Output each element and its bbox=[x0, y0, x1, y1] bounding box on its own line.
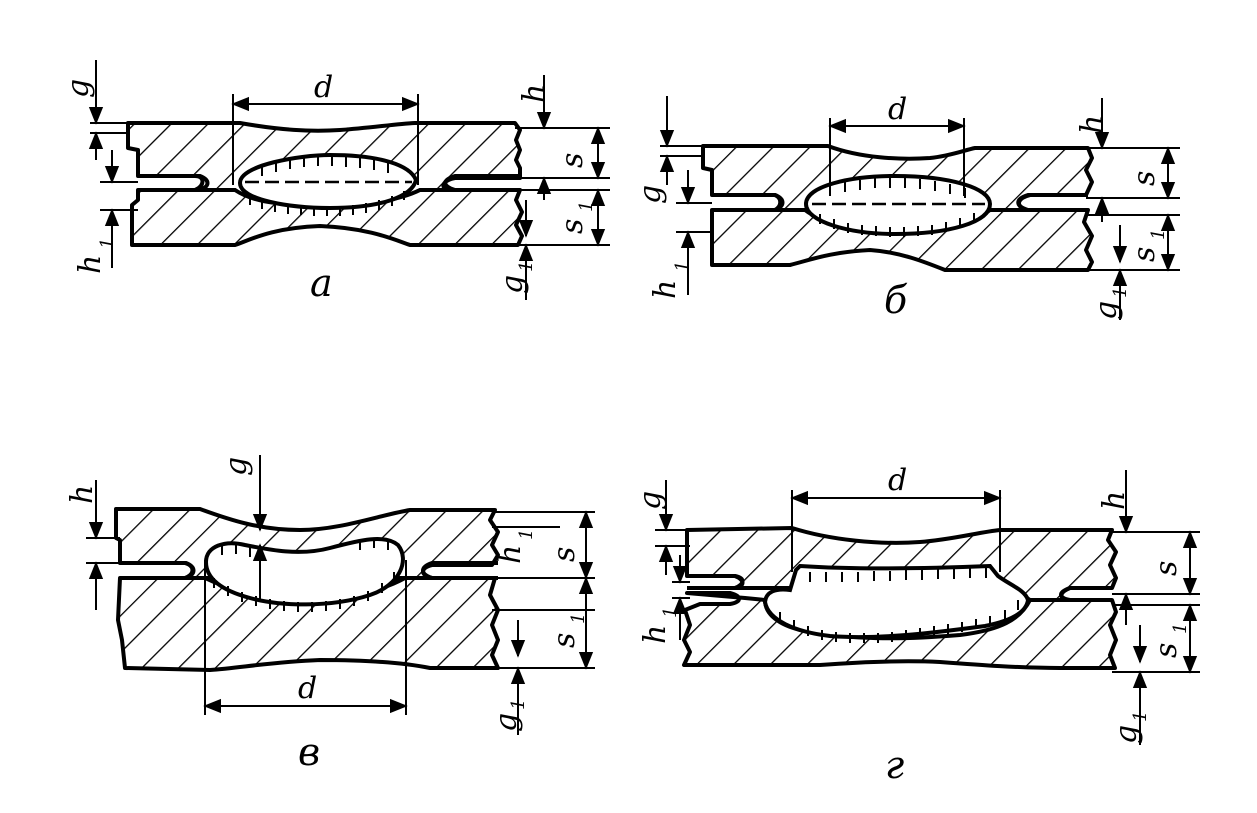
label-s1: s bbox=[547, 633, 582, 648]
nugget-serrations bbox=[213, 538, 395, 612]
label-h1-sub: 1 bbox=[97, 238, 118, 249]
figure-v: d g h h 1 s s 1 g 1 в bbox=[65, 455, 595, 774]
label-s1-sub: 1 bbox=[1170, 623, 1191, 634]
label-s1: s bbox=[1149, 643, 1184, 658]
label-g: g bbox=[633, 491, 668, 510]
label-g1: g bbox=[495, 275, 530, 294]
label-s1: s bbox=[555, 219, 590, 234]
caption-g: г bbox=[885, 743, 904, 787]
figure-a: d g h 1 h s s 1 g 1 а bbox=[61, 60, 610, 305]
label-g1-sub: 1 bbox=[516, 261, 537, 272]
label-s1-sub: 1 bbox=[568, 613, 589, 624]
caption-v: в bbox=[298, 730, 320, 774]
label-h: h bbox=[1097, 491, 1132, 510]
label-s1-sub: 1 bbox=[1148, 229, 1169, 240]
label-d: d bbox=[314, 70, 333, 105]
label-s: s bbox=[555, 153, 590, 168]
label-h1: h bbox=[638, 625, 673, 644]
label-g1-sub: 1 bbox=[1130, 711, 1151, 722]
label-g1: g bbox=[489, 713, 524, 732]
label-h: h bbox=[517, 84, 552, 103]
label-s1-sub: 1 bbox=[576, 201, 597, 212]
label-g: g bbox=[219, 457, 254, 476]
label-h: h bbox=[1075, 115, 1110, 134]
label-h1: h bbox=[493, 545, 528, 564]
label-h: h bbox=[65, 485, 100, 504]
label-g1: g bbox=[1109, 725, 1144, 744]
label-h1-sub: 1 bbox=[672, 261, 693, 272]
label-d: d bbox=[888, 92, 907, 127]
label-g: g bbox=[61, 79, 96, 98]
weld-nugget bbox=[762, 563, 1031, 640]
nugget-serrations bbox=[779, 568, 1019, 643]
label-h1-sub: 1 bbox=[660, 607, 681, 618]
label-h1-sub: 1 bbox=[516, 529, 537, 540]
figure-g: d g h 1 h s s 1 g 1 г bbox=[633, 463, 1200, 787]
label-g1: g bbox=[1089, 301, 1124, 320]
caption-b: б bbox=[884, 278, 908, 322]
label-h1: h bbox=[648, 280, 683, 299]
label-g: g bbox=[633, 185, 668, 204]
nugget-serrations bbox=[819, 178, 975, 237]
label-s1: s bbox=[1127, 247, 1162, 262]
label-d: d bbox=[298, 671, 317, 706]
label-s: s bbox=[1127, 171, 1162, 186]
label-h1: h bbox=[73, 255, 108, 274]
label-d: d bbox=[888, 463, 907, 498]
label-s: s bbox=[1149, 561, 1184, 576]
label-s: s bbox=[547, 547, 582, 562]
label-g1-sub: 1 bbox=[1110, 287, 1131, 298]
figure-b: d g h 1 h s s 1 g 1 б bbox=[633, 92, 1180, 322]
nugget-serrations bbox=[249, 156, 405, 216]
caption-a: а bbox=[310, 261, 333, 305]
label-g1-sub: 1 bbox=[508, 699, 529, 710]
